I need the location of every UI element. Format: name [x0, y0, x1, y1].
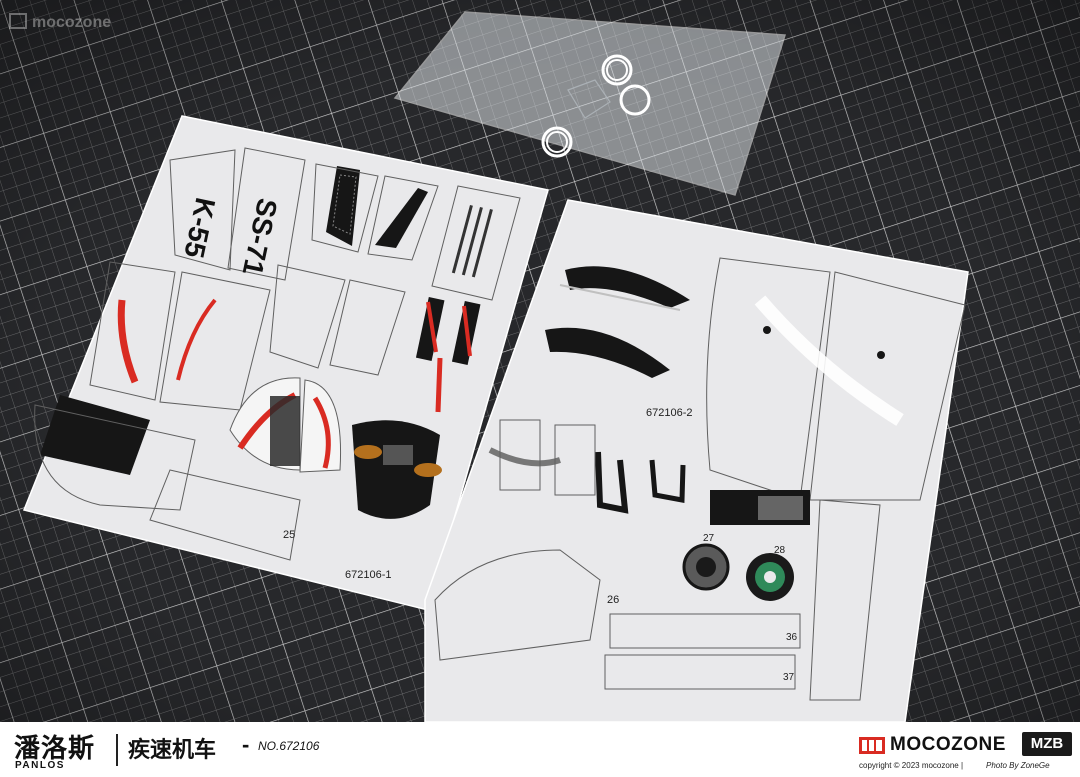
decal-sheet-left: K-55 SS-71	[22, 115, 549, 611]
badge-27: 27	[682, 533, 730, 591]
badge-28: 28	[746, 545, 794, 601]
product-photo: mocozone K-55 SS-71	[0, 0, 1080, 722]
svg-text:27: 27	[703, 533, 715, 544]
part-number-26: 26	[607, 594, 619, 606]
rubber-ring	[541, 126, 573, 158]
copyright-text: copyright © 2023 mocozone |	[859, 761, 964, 770]
rubber-ring	[601, 54, 633, 86]
footer-divider	[116, 734, 118, 766]
photo-credit: Photo By ZoneGe	[986, 761, 1050, 770]
product-number: NO.672106	[258, 739, 320, 753]
sheet-code-left: 672106-1	[345, 569, 392, 581]
clear-sheet	[393, 11, 786, 196]
decal-sheet-right: 672106-2 27 28 26	[424, 199, 969, 722]
mocozone-wordmark: MOCOZONE	[890, 734, 1006, 755]
part-number-36: 36	[786, 632, 798, 643]
part-number-25: 25	[283, 529, 295, 541]
brand-name-cn: 潘洛斯	[14, 733, 96, 763]
mocozone-logo-icon	[859, 737, 885, 754]
product-name: 疾速机车	[128, 737, 217, 762]
footer-bar: 潘洛斯 PANLOS 疾速机车 - NO.672106 MOCOZONE MZB…	[0, 722, 1080, 777]
svg-text:mocozone: mocozone	[32, 14, 111, 31]
mzb-logo: MZB	[1022, 732, 1072, 756]
watermark: mocozone	[9, 13, 111, 31]
rubber-ring	[619, 84, 651, 116]
title-dash: -	[242, 732, 250, 757]
part-number-37: 37	[783, 672, 795, 683]
brand-name-en: PANLOS	[15, 760, 65, 771]
svg-text:28: 28	[774, 545, 786, 556]
sheet-code-right: 672106-2	[646, 407, 693, 419]
